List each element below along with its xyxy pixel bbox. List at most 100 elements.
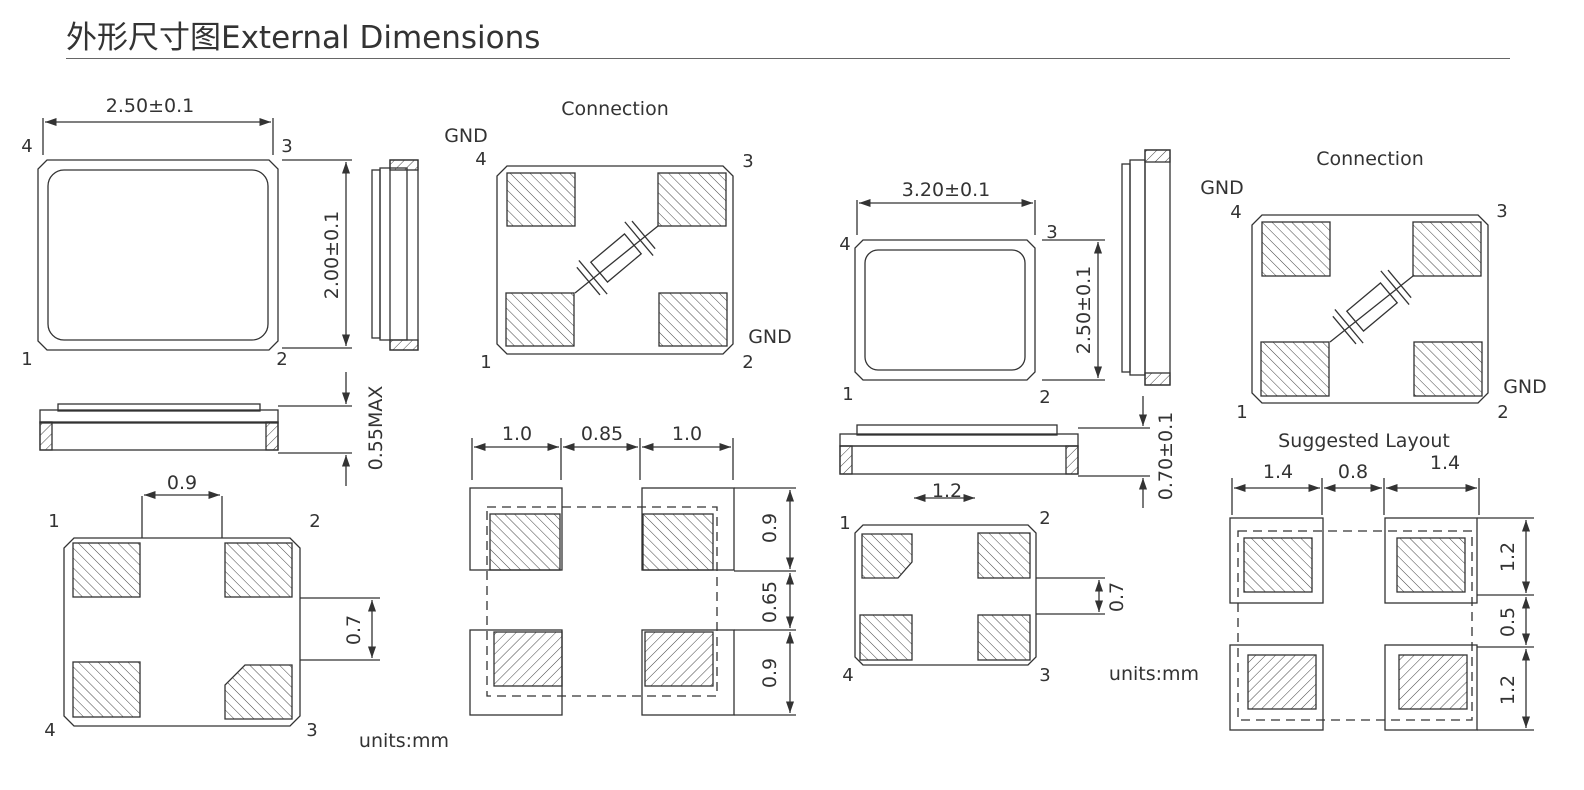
left-conn-pad-2	[658, 292, 728, 347]
right-side2-cap-l	[839, 445, 853, 475]
right-bottom-pad-1	[861, 533, 913, 579]
left-side2-body	[39, 421, 279, 451]
left-side-height-dim: 0.55MAX	[365, 386, 387, 471]
right-connection-title: Connection	[1316, 148, 1424, 170]
crystal-part	[1332, 315, 1357, 345]
crystal-part	[576, 266, 601, 296]
right-top-view-body	[854, 239, 1036, 381]
left-width-dim: 2.50±0.1	[106, 95, 194, 117]
right-side-cap-bot	[1144, 372, 1171, 386]
right-side2-lid	[856, 424, 1058, 436]
right-layout-w3: 1.4	[1430, 452, 1460, 474]
right-layout-land-4	[1229, 644, 1324, 731]
right-side-edge	[1121, 163, 1131, 373]
left-side2-base	[39, 409, 279, 424]
left-layout-pad-4	[493, 631, 563, 687]
right-layout-title: Suggested Layout	[1278, 430, 1450, 452]
right-side-height-dim: 0.70±0.1	[1155, 412, 1177, 500]
right-layout-pad-1	[1243, 537, 1313, 593]
left-bottom-view-body	[63, 537, 301, 727]
right-conn-pad-1	[1260, 341, 1330, 397]
left-conn-crystal	[576, 220, 656, 296]
right-connection-gnd-top: GND	[1200, 177, 1244, 199]
left-top-pin-3: 3	[281, 136, 292, 157]
right-top-pin-1: 1	[842, 384, 853, 405]
left-bottom-pin-3: 3	[306, 720, 317, 741]
right-layout-h2: 0.5	[1497, 607, 1519, 637]
left-side2-cap-l	[39, 421, 53, 451]
right-top-pin-2: 2	[1039, 387, 1050, 408]
left-conn-pin-2: 2	[742, 352, 753, 373]
right-conn-pin-3: 3	[1496, 201, 1507, 222]
right-top-pin-4: 4	[839, 234, 850, 255]
left-top-view-lid	[47, 169, 269, 341]
crystal-part	[624, 221, 654, 256]
left-connection-body	[496, 165, 734, 355]
right-conn-pin-4: 4	[1230, 202, 1241, 223]
right-conn-pad-3	[1412, 221, 1482, 277]
left-bottom-pin-1: 1	[48, 511, 59, 532]
right-height-dim: 2.50±0.1	[1073, 266, 1095, 354]
right-layout-w1: 1.4	[1263, 461, 1293, 483]
right-layout-pad-2	[1396, 537, 1466, 593]
left-side-body	[379, 167, 408, 341]
left-side-edge	[371, 169, 381, 339]
right-connection-body	[1251, 214, 1489, 404]
right-bottom-pin-4: 4	[842, 665, 853, 686]
left-bottom-pad-1	[72, 542, 141, 598]
right-bottom-pin-3: 3	[1039, 665, 1050, 686]
left-layout-outline	[486, 506, 718, 697]
right-side2-cap-r	[1065, 445, 1079, 475]
left-top-pin-4: 4	[21, 136, 32, 157]
left-conn-pad-3	[657, 172, 727, 227]
left-layout-pad-1	[489, 513, 561, 571]
crystal-part	[1334, 309, 1364, 344]
left-side-cap-top	[389, 159, 419, 171]
crystal-part	[1345, 281, 1399, 333]
crystal-part	[631, 220, 656, 250]
left-conn-pad-4	[506, 172, 576, 227]
left-conn-pin-1: 1	[480, 352, 491, 373]
right-side2-body	[839, 445, 1079, 475]
right-conn-pin-1: 1	[1236, 402, 1247, 423]
left-height-dim: 2.00±0.1	[321, 211, 343, 299]
right-side2-base	[839, 433, 1079, 447]
left-layout-w3: 1.0	[672, 423, 702, 445]
left-conn-lead	[574, 225, 659, 294]
left-side2-cap-r	[265, 421, 279, 451]
right-layout-h3: 1.2	[1497, 675, 1519, 705]
right-layout-pad-3	[1398, 654, 1468, 710]
left-connection-gnd-top: GND	[444, 125, 488, 147]
right-top-view-lid	[864, 249, 1026, 371]
left-conn-pad-1	[505, 292, 575, 347]
left-layout-h3: 0.9	[759, 658, 781, 688]
left-layout-pad-3	[644, 631, 714, 687]
left-units: units:mm	[359, 730, 449, 752]
left-conn-pin-3: 3	[742, 151, 753, 172]
right-layout-pad-4	[1247, 654, 1317, 710]
page-title: 外形尺寸图External Dimensions	[66, 20, 541, 56]
left-layout-pad-2	[642, 513, 714, 571]
left-pad-dim: 0.7	[343, 615, 365, 645]
left-side2-lid	[57, 403, 261, 412]
left-layout-h2: 0.65	[759, 581, 781, 623]
right-bottom-view-body	[854, 524, 1037, 666]
left-pitch-dim: 0.9	[167, 472, 197, 494]
left-layout-w1: 1.0	[502, 423, 532, 445]
right-bottom-pad-2	[977, 532, 1031, 579]
left-top-view-body	[37, 159, 279, 351]
right-layout-h1: 1.2	[1497, 542, 1519, 572]
right-bottom-pin-1: 1	[839, 513, 850, 534]
left-connection-gnd-bottom: GND	[748, 326, 792, 348]
right-pitch-dim: 1.2	[932, 480, 962, 502]
right-conn-crystal	[1332, 269, 1412, 345]
left-layout-h1: 0.9	[759, 513, 781, 543]
title-rule	[66, 58, 1510, 59]
right-conn-pin-2: 2	[1497, 402, 1508, 423]
right-side-body	[1129, 159, 1146, 376]
right-connection-gnd-bottom: GND	[1503, 376, 1547, 398]
left-bottom-pin-4: 4	[44, 720, 55, 741]
left-side-cap-bot	[389, 339, 419, 351]
crystal-part	[578, 260, 608, 295]
